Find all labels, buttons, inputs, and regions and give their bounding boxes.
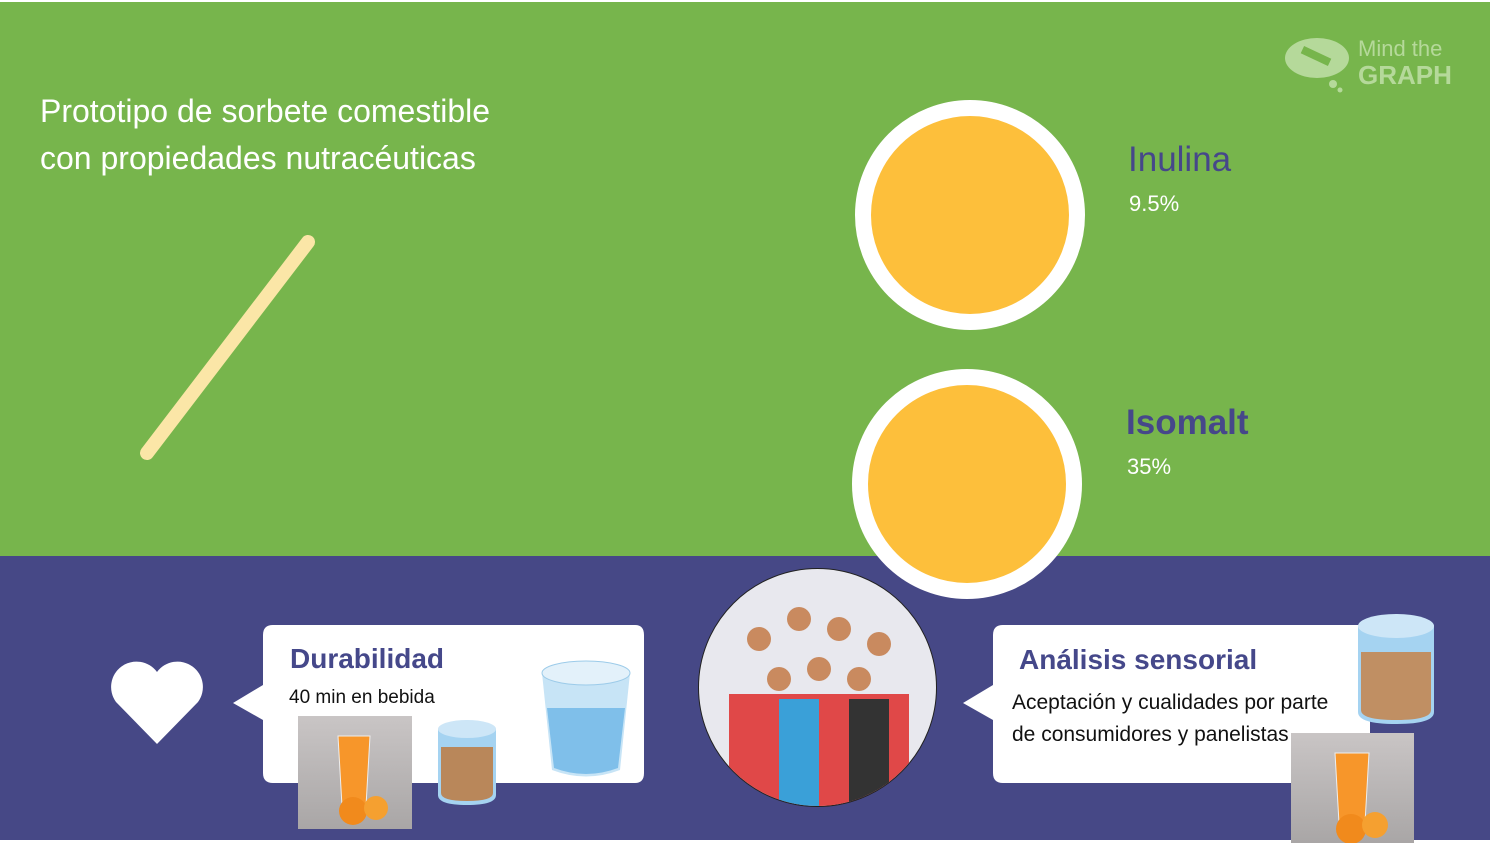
inulina-label: Inulina <box>1128 140 1232 179</box>
edible-straw-icon <box>140 235 315 460</box>
durability-text: 40 min en bebida <box>289 687 435 708</box>
inulina-value: 9.5% <box>1129 191 1180 216</box>
sensory-title: Análisis sensorial <box>1019 644 1258 675</box>
sensory-bubble <box>963 625 1370 783</box>
orange-juice-image <box>298 716 412 829</box>
brain-icon <box>1285 38 1349 93</box>
orange-juice-image <box>1291 733 1414 844</box>
isomalt-circle <box>852 369 1082 599</box>
sensory-text: Aceptación y cualidades por parte de con… <box>1012 691 1329 746</box>
isomalt-label: Isomalt <box>1126 403 1249 442</box>
isomalt-value: 35% <box>1127 454 1172 479</box>
inulina-circle <box>855 100 1085 330</box>
heart-icon <box>111 661 203 744</box>
mind-the-graph-logo: Mind the GRAPH <box>1283 34 1463 94</box>
crowd-image <box>698 568 937 807</box>
durability-title: Durabilidad <box>290 643 445 674</box>
iced-drink-glass-icon <box>438 720 496 805</box>
top-panel <box>0 2 1490 556</box>
water-glass-icon <box>541 660 631 777</box>
iced-drink-glass-icon <box>1358 614 1434 724</box>
